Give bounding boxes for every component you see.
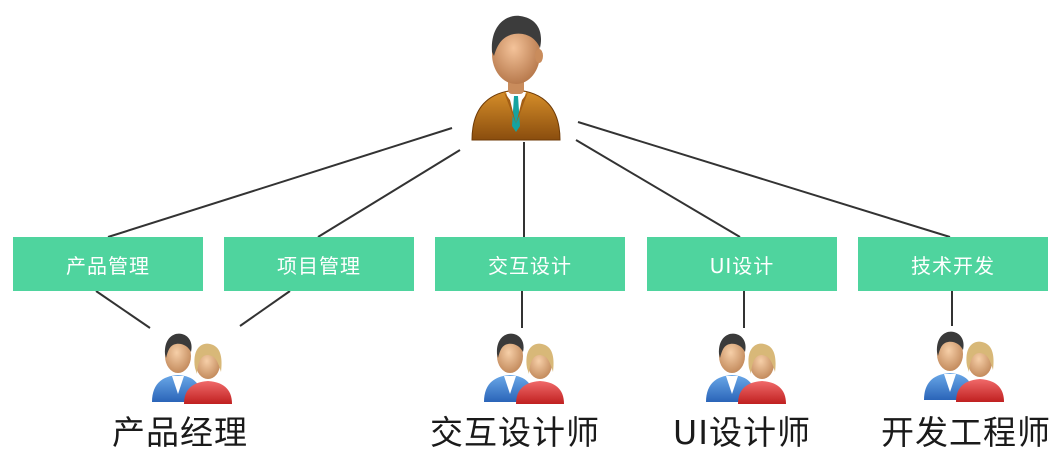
connector-boss-to-product-mgmt (107, 127, 453, 238)
task-box-interaction-design: 交互设计 (435, 237, 625, 291)
task-box-label: UI设计 (709, 253, 775, 278)
manager-person-icon (471, 15, 561, 141)
connector-project-mgmt-to-pm (239, 290, 291, 327)
task-box-label: 项目管理 (277, 253, 361, 278)
task-box-label: 技术开发 (911, 253, 995, 278)
people-pair-icon (152, 333, 232, 404)
task-box-label: 产品管理 (66, 253, 150, 278)
role-label-dev-engineer: 开发工程师 (881, 413, 1051, 452)
task-box-ui-design: UI设计 (647, 237, 837, 291)
task-box-project-management: 项目管理 (224, 237, 414, 291)
connector-boss-to-ui (575, 139, 741, 238)
task-box-label: 交互设计 (488, 253, 572, 278)
role-label-product-manager: 产品经理 (112, 413, 248, 452)
connector-boss-to-dev (577, 121, 951, 238)
task-box-product-management: 产品管理 (13, 237, 203, 291)
task-box-tech-development: 技术开发 (858, 237, 1048, 291)
people-pair-icon (924, 331, 1004, 402)
people-pair-icon (706, 333, 786, 404)
connector-product-mgmt-to-pm (95, 290, 151, 329)
role-label-ui-designer: UI设计师 (673, 413, 811, 452)
connector-boss-to-project-mgmt (317, 149, 461, 238)
role-label-interaction-designer: 交互设计师 (430, 413, 600, 452)
people-pair-icon (484, 333, 564, 404)
